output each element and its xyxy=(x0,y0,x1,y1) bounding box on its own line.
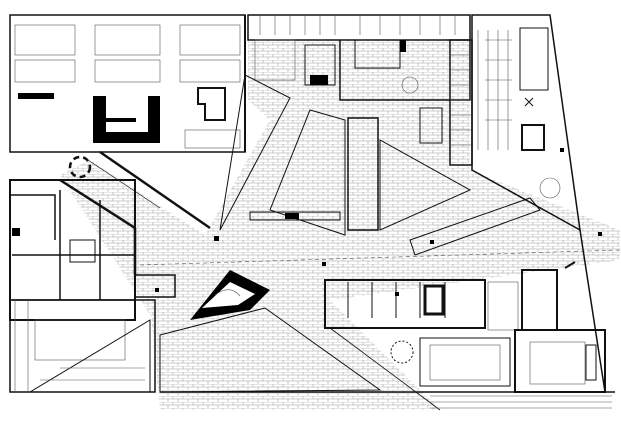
top-middle-block xyxy=(247,14,473,166)
pavilion xyxy=(190,270,270,320)
column-marks xyxy=(155,148,602,296)
bottom-plaza xyxy=(159,307,420,393)
bottom-right-block xyxy=(324,229,615,411)
bottom-left-triangle xyxy=(28,319,151,393)
central-triangles xyxy=(219,74,472,236)
top-left-hall xyxy=(9,14,246,153)
